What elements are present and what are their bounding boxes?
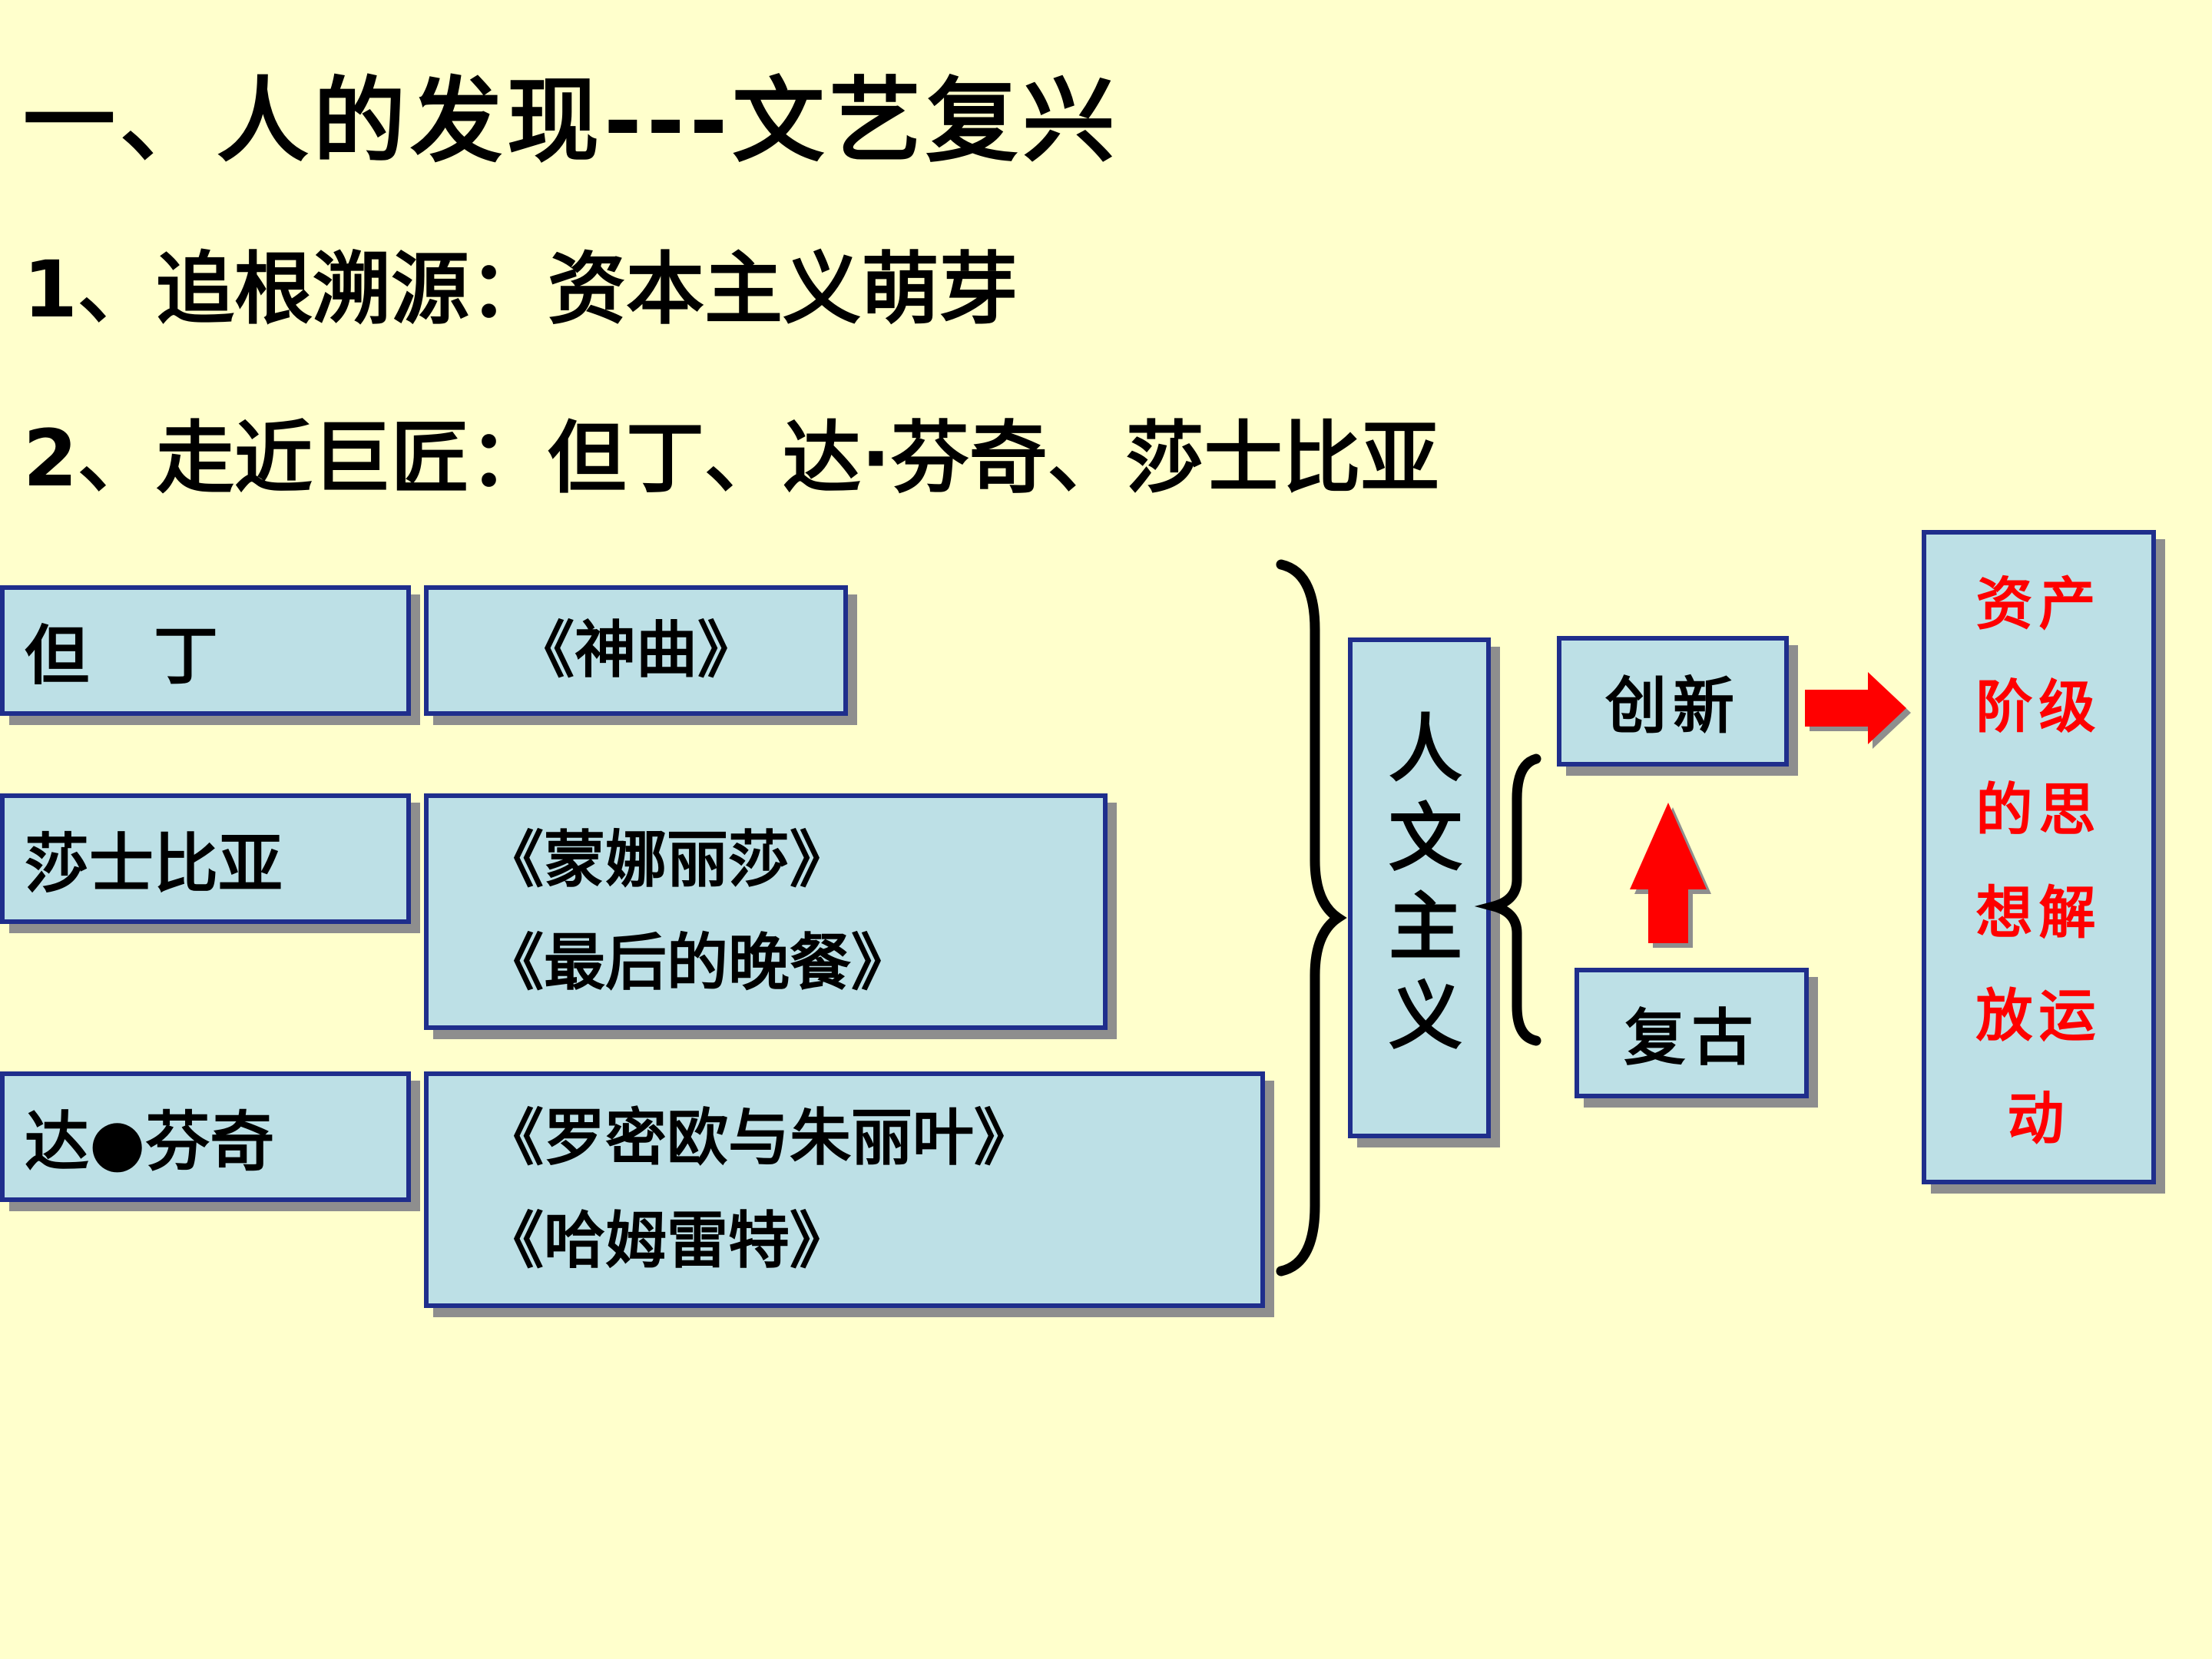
result-label: 资产阶级的思想解放运动 (1975, 571, 2102, 1152)
work-title: 《罗密欧与朱丽叶》 (482, 1102, 1035, 1174)
works-box-davinci: 《罗密欧与朱丽叶》 《哈姆雷特》 (424, 1071, 1265, 1308)
person-box-dante: 但 丁 (0, 585, 411, 716)
heading-origin: 1、追根溯源：资本主义萌芽 (23, 244, 1018, 336)
work-title: 《最后的晚餐》 (482, 927, 912, 998)
work-title: 《哈姆雷特》 (482, 1205, 851, 1277)
person-label: 达●芬奇 (25, 1104, 275, 1180)
result-box: 资产阶级的思想解放运动 (1922, 530, 2156, 1184)
right-brace (1276, 559, 1347, 1277)
heading-masters: 2、走近巨匠：但丁、达·芬奇、莎士比亚 (23, 413, 1439, 505)
person-box-davinci: 达●芬奇 (0, 1071, 411, 1202)
innovation-label: 创新 (1605, 671, 1740, 742)
work-title: 《蒙娜丽莎》 (482, 824, 851, 896)
left-brace (1474, 753, 1541, 1046)
work-title: 《神曲》 (513, 614, 759, 686)
up-arrow-icon (1630, 803, 1711, 948)
works-box-dante: 《神曲》 (424, 585, 848, 716)
innovation-box: 创新 (1557, 636, 1789, 767)
revival-box: 复古 (1575, 968, 1809, 1098)
person-label: 莎士比亚 (25, 826, 283, 902)
person-box-shakespeare: 莎士比亚 (0, 793, 411, 924)
humanism-label: 人文主义 (1376, 710, 1462, 1066)
right-arrow-icon (1805, 672, 1911, 749)
revival-label: 复古 (1624, 1002, 1760, 1074)
works-box-shakespeare: 《蒙娜丽莎》 《最后的晚餐》 (424, 793, 1108, 1030)
page-title: 一、人的发现---文艺复兴 (23, 68, 1120, 175)
humanism-box: 人文主义 (1348, 637, 1491, 1138)
person-label: 但 丁 (25, 618, 219, 694)
